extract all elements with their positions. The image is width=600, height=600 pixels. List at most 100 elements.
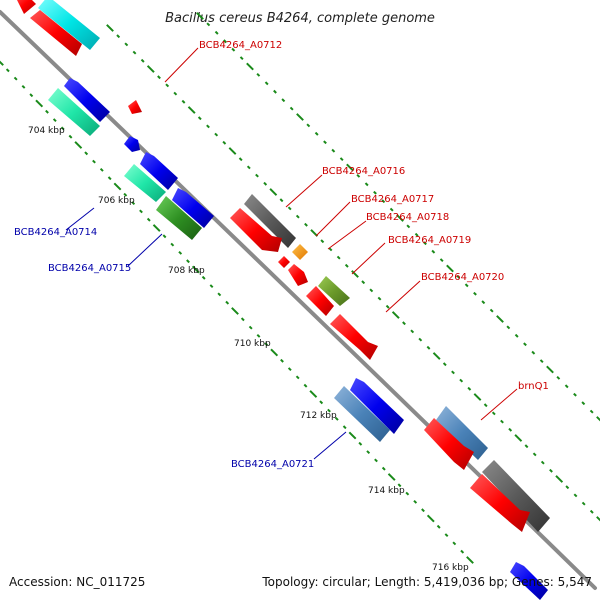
gene-label-a0715[interactable]: BCB4264_A0715	[48, 263, 131, 274]
gene-gray-a0716[interactable]	[244, 194, 296, 248]
tick-mark	[217, 292, 222, 297]
tick-mark	[377, 296, 382, 301]
gene-teal-a0714[interactable]	[124, 164, 166, 202]
gene-gray-right[interactable]	[482, 460, 550, 532]
tick-mark	[396, 214, 404, 222]
gene-blue-a0713[interactable]	[64, 78, 110, 122]
tick-mark	[387, 473, 396, 481]
tick-mark	[444, 533, 449, 538]
gene-red-a0718[interactable]	[278, 256, 308, 286]
tick-mark	[223, 39, 227, 44]
tick-mark	[304, 222, 308, 227]
gene-orange-a0717[interactable]	[292, 244, 308, 260]
tick-mark	[231, 307, 239, 315]
tick-mark	[446, 264, 454, 273]
tick-mark	[52, 118, 57, 123]
gene-steel-brnq1[interactable]	[436, 406, 488, 460]
gene-label-a0719[interactable]: BCB4264_A0719	[388, 235, 471, 246]
tick-mark	[303, 383, 308, 388]
tick-mark	[60, 126, 65, 131]
tick-mark	[21, 84, 26, 89]
tick-mark	[402, 321, 406, 326]
gene-label-brnq1[interactable]: brnQ1	[518, 381, 549, 392]
tick-track-far	[196, 12, 600, 422]
leader-a0718	[327, 220, 367, 250]
gene-label-a0717[interactable]: BCB4264_A0717	[351, 194, 434, 205]
tick-label-714: 714 kbp	[368, 486, 405, 496]
tick-mark	[342, 425, 347, 430]
tick-mark	[596, 416, 600, 422]
tick-mark	[187, 106, 196, 114]
tick-mark	[410, 329, 415, 334]
tick-mark	[361, 280, 366, 285]
tick-mark	[456, 274, 461, 279]
tick-mark	[506, 325, 511, 330]
gene-label-a0714[interactable]: BCB4264_A0714	[14, 227, 97, 238]
tick-mark	[178, 250, 183, 255]
tick-mark	[436, 524, 441, 529]
tick-mark	[116, 34, 121, 39]
tick-mark	[140, 58, 145, 63]
leader-a0714	[65, 207, 95, 231]
tick-mark	[565, 485, 570, 490]
tick-mark	[439, 258, 444, 263]
tick-mark	[162, 234, 167, 239]
gene-blue-a0721[interactable]	[350, 378, 404, 434]
tick-mark	[391, 311, 400, 319]
tick-mark	[327, 408, 331, 413]
gene-red-a0716[interactable]	[230, 208, 282, 252]
gene-cyan-top[interactable]	[38, 0, 100, 50]
tick-mark	[231, 47, 236, 52]
tick-mark	[323, 140, 327, 145]
tick-mark	[132, 50, 137, 55]
gene-red-right[interactable]	[470, 474, 530, 532]
tick-mark	[214, 132, 219, 137]
tick-mark	[131, 201, 136, 206]
tick-mark	[214, 30, 219, 35]
tick-mark	[358, 441, 363, 446]
gene-blue-a0714-small[interactable]	[124, 136, 140, 152]
map-title: Bacillus cereus B4264, complete genome	[165, 11, 435, 26]
gene-red-a0712[interactable]	[128, 100, 142, 114]
gene-label-a0720[interactable]: BCB4264_A0720	[421, 272, 504, 283]
gene-green-a0715[interactable]	[156, 196, 202, 240]
tick-mark	[157, 75, 161, 80]
gene-label-a0712[interactable]: BCB4264_A0712	[199, 40, 282, 51]
tick-mark	[295, 214, 300, 219]
tick-mark	[473, 291, 477, 296]
tick-mark	[287, 206, 292, 211]
gene-label-a0716[interactable]: BCB4264_A0716	[322, 166, 405, 177]
tick-mark	[524, 444, 529, 449]
tick-mark	[452, 541, 457, 546]
tick-mark	[556, 375, 561, 380]
tick-mark	[414, 232, 419, 237]
tick-label-712: 712 kbp	[300, 411, 337, 421]
gene-blue-bottom[interactable]	[510, 562, 548, 600]
tick-mark	[256, 72, 261, 77]
tick-mark	[170, 242, 175, 247]
tick-mark	[181, 99, 186, 104]
leader-a0716	[285, 174, 323, 208]
gene-red-a0720[interactable]	[306, 286, 378, 360]
gene-teal-a0713[interactable]	[48, 88, 100, 136]
gene-red-top[interactable]	[14, 0, 82, 56]
gene-label-a0721[interactable]: BCB4264_A0721	[231, 459, 314, 470]
tick-label-706: 706 kbp	[98, 196, 135, 206]
gene-steel-a0721[interactable]	[334, 386, 390, 442]
gene-blue-a0715[interactable]	[172, 188, 214, 228]
gene-blue-a0714[interactable]	[140, 152, 178, 190]
tick-mark	[328, 247, 333, 252]
tick-mark	[423, 241, 427, 246]
tick-mark	[13, 76, 18, 81]
gene-olive-a0719[interactable]	[318, 276, 350, 306]
tick-mark	[320, 239, 325, 244]
tick-mark	[374, 458, 378, 463]
tick-mark	[385, 304, 390, 309]
gene-label-a0718[interactable]: BCB4264_A0718	[366, 212, 449, 223]
tick-mark	[201, 275, 206, 280]
tick-mark	[573, 493, 578, 498]
tick-mark	[74, 141, 83, 149]
tick-mark	[106, 24, 114, 32]
tick-mark	[460, 549, 465, 554]
gene-red-brnq1[interactable]	[424, 418, 474, 470]
